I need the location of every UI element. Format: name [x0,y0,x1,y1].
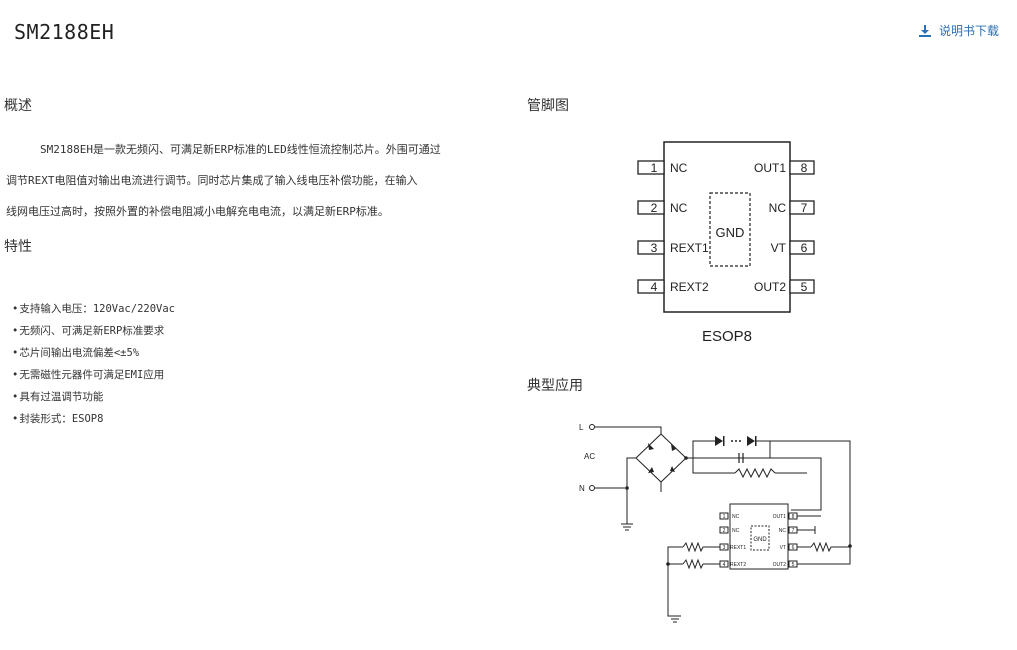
gnd-label: GND [716,225,745,240]
svg-text:5: 5 [801,280,808,294]
app-pin-2-name: NC [732,528,740,534]
capacitor-icon [738,453,744,463]
download-icon [918,24,931,37]
svg-text:8: 8 [801,161,808,175]
pin-5: 5 OUT2 [754,279,815,294]
app-pin-5: 5 [792,562,795,568]
resistor-icon [682,467,832,570]
feature-item: 无需磁性元器件可满足EMI应用 [12,364,175,386]
input-label-ac: AC [584,452,595,461]
app-ic-gnd-pad [750,525,770,551]
svg-text:REXT2: REXT2 [670,280,709,294]
pin-8: 8 OUT1 [754,160,815,175]
pin-1: 1 NC [637,160,688,175]
pinout-diagram: GND 1 NC 2 NC 3 REXT1 4 REXT2 8 OUT1 7 N… [637,141,815,345]
svg-text:6: 6 [801,241,808,255]
feature-item: 无频闪、可满足新ERP标准要求 [12,320,175,342]
svg-text:NC: NC [769,201,787,215]
junction-dot [625,456,852,566]
features-list: 支持输入电压：120Vac/220Vac 无频闪、可满足新ERP标准要求 芯片间… [12,298,175,430]
app-pin-8-name: OUT1 [773,514,787,520]
app-ic-body [729,503,789,570]
pin-4: 4 REXT2 [637,279,709,294]
input-label-l: L [579,423,584,432]
svg-text:1: 1 [651,161,658,175]
app-pin-3-name: REXT1 [730,545,746,551]
application-circuit: L AC N GND 1 NC 2 NC 3 REXT1 4 REXT2 8 O… [579,423,852,623]
svg-text:7: 7 [801,201,808,215]
svg-text:3: 3 [651,241,658,255]
app-pin-6-name: VT [780,545,786,551]
svg-text:VT: VT [771,241,787,255]
feature-item: 芯片间输出电流偏差<±5% [12,342,175,364]
feature-item: 支持输入电压：120Vac/220Vac [12,298,175,320]
feature-item: 封装形式：ESOP8 [12,408,175,430]
overview-line: 调节REXT电阻值对输出电流进行调节。同时芯片集成了输入线电压补偿功能，在输入 [6,174,418,187]
pin-2: 2 NC [637,200,688,215]
app-pin-7: 7 [792,528,795,534]
app-pin-6: 6 [792,545,795,551]
app-pin-1-name: NC [732,514,740,520]
svg-text:OUT2: OUT2 [754,280,786,294]
pin-6: 6 VT [771,240,815,255]
bridge-rectifier [635,433,687,483]
feature-item: 具有过温调节功能 [12,386,175,408]
download-manual-button[interactable]: 说明书下载 [918,22,999,39]
app-pin-1: 1 [723,514,726,520]
page-title: SM2188EH [14,20,115,44]
app-pin-3: 3 [723,545,726,551]
terminal-l [589,424,595,430]
diode-icon [648,443,676,473]
gnd-pad [709,192,751,267]
input-label-n: N [579,484,585,493]
app-pin-4-name: REXT2 [730,562,746,568]
package-label: ESOP8 [702,328,752,345]
led-icon [715,436,757,446]
pin-3: 3 REXT1 [637,240,709,255]
download-manual-label: 说明书下载 [938,24,999,38]
svg-text:4: 4 [651,280,658,294]
application-title: 典型应用 [527,378,583,394]
svg-text:NC: NC [670,161,688,175]
terminal-n [589,485,595,491]
svg-text:2: 2 [651,201,658,215]
pin-7: 7 NC [769,200,815,215]
svg-text:REXT1: REXT1 [670,241,709,255]
chip-body [663,141,791,313]
pinout-title: 管脚图 [527,98,569,114]
app-pin-4: 4 [723,562,726,568]
app-pin-7-name: NC [779,528,787,534]
overview-line: SM2188EH是一款无频闪、可满足新ERP标准的LED线性恒流控制芯片。外围可… [40,143,441,156]
app-ic-gnd-label: GND [753,537,767,543]
overview-line: 线网电压过高时，按照外置的补偿电阻减小电解充电电流，以满足新ERP标准。 [6,205,389,218]
overview-text: SM2188EH是一款无频闪、可满足新ERP标准的LED线性恒流控制芯片。外围可… [6,134,476,227]
app-pin-8: 8 [792,514,795,520]
features-title: 特性 [4,239,32,255]
overview-title: 概述 [4,98,32,114]
app-pin-5-name: OUT2 [773,562,787,568]
app-pin-2: 2 [723,528,726,534]
svg-text:OUT1: OUT1 [754,161,786,175]
svg-text:NC: NC [670,201,688,215]
